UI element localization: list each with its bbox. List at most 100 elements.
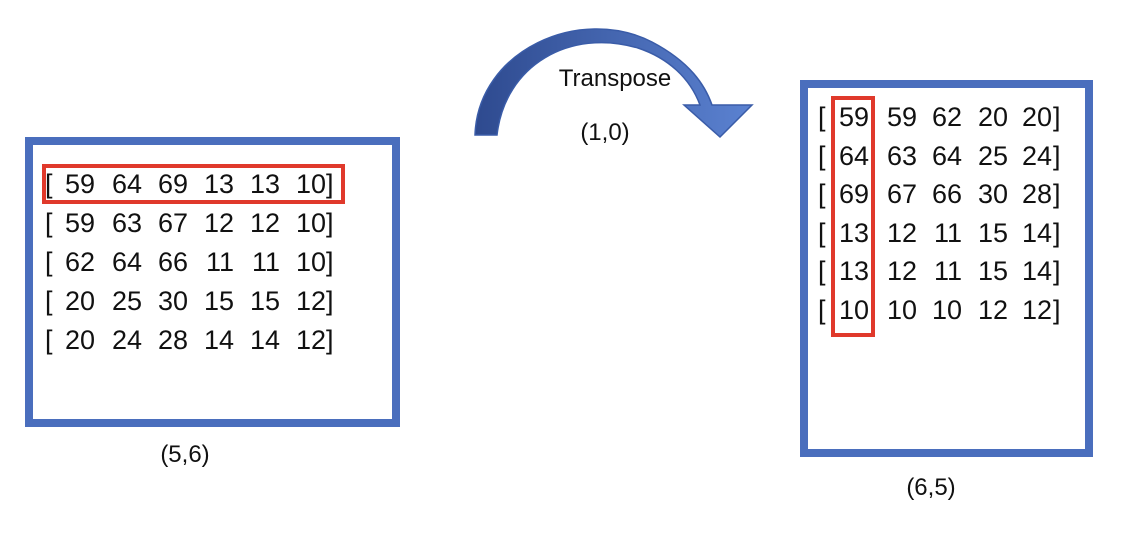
matrix-cell: 12 bbox=[886, 217, 917, 248]
matrix-cell: 11 bbox=[933, 217, 962, 248]
matrix-cell: 20 bbox=[64, 286, 95, 316]
matrix-cell: 20 bbox=[977, 102, 1008, 132]
matrix-cell: 25 bbox=[977, 140, 1008, 171]
matrix-cell: 12 bbox=[886, 256, 917, 286]
matrix-cell: 63 bbox=[111, 208, 142, 238]
matrix-cell: 67 bbox=[157, 208, 188, 238]
close-bracket: ] bbox=[1053, 102, 1061, 132]
matrix-cell: 64 bbox=[111, 169, 142, 199]
matrix-cell: 12 bbox=[1021, 294, 1052, 325]
matrix-cell: 64 bbox=[931, 140, 962, 171]
matrix-cell: 30 bbox=[157, 286, 188, 316]
matrix-cell: 63 bbox=[886, 140, 917, 171]
matrix-cell: 12 bbox=[295, 325, 326, 355]
close-bracket: ] bbox=[326, 325, 334, 355]
matrix-cell: 10 bbox=[295, 247, 326, 277]
matrix-cell: 15 bbox=[977, 256, 1008, 286]
matrix-cell: 13 bbox=[838, 217, 869, 248]
operation-axes: (1,0) bbox=[580, 119, 630, 146]
matrix-cell: 13 bbox=[203, 169, 234, 199]
matrix-cell: 28 bbox=[1021, 179, 1052, 209]
close-bracket: ] bbox=[326, 247, 334, 277]
transpose-arrow-shape bbox=[474, 28, 754, 139]
matrix-cell: 66 bbox=[157, 247, 188, 277]
matrix-row: [69 67 66 30 28] bbox=[0, 177, 1061, 211]
matrix-cell: 59 bbox=[838, 102, 869, 132]
matrix-cell: 59 bbox=[886, 102, 917, 132]
matrix-row: [62 64 66 11 11 10] bbox=[0, 245, 400, 279]
matrix-cell: 15 bbox=[203, 286, 234, 316]
matrix-cell: 20 bbox=[64, 325, 95, 355]
matrix-row: [20 24 28 14 14 12] bbox=[0, 323, 400, 357]
output-matrix-shape: (6,5) bbox=[906, 474, 956, 501]
open-bracket: [ bbox=[818, 256, 826, 286]
matrix-cell: 24 bbox=[111, 325, 142, 355]
matrix-cell: 67 bbox=[886, 179, 917, 209]
matrix-cell: 13 bbox=[838, 256, 869, 286]
matrix-cell: 11 bbox=[205, 247, 234, 277]
matrix-cell: 69 bbox=[157, 169, 188, 199]
open-bracket: [ bbox=[818, 294, 826, 325]
matrix-cell: 15 bbox=[249, 286, 280, 316]
open-bracket: [ bbox=[45, 247, 53, 277]
matrix-row: [20 25 30 15 15 12] bbox=[0, 284, 400, 318]
matrix-cell: 59 bbox=[64, 169, 95, 199]
matrix-cell: 69 bbox=[838, 179, 869, 209]
close-bracket: ] bbox=[1053, 179, 1061, 209]
matrix-cell: 14 bbox=[1021, 217, 1052, 248]
matrix-row: [10 10 10 12 12] bbox=[0, 293, 1061, 327]
matrix-cell: 11 bbox=[251, 247, 280, 277]
close-bracket: ] bbox=[326, 286, 334, 316]
matrix-row: [13 12 11 15 14] bbox=[0, 216, 1061, 250]
matrix-cell: 14 bbox=[203, 325, 234, 355]
highlighted-row bbox=[42, 164, 345, 204]
matrix-cell: 10 bbox=[295, 208, 326, 238]
open-bracket: [ bbox=[45, 169, 53, 199]
matrix-cell: 10 bbox=[295, 169, 326, 199]
open-bracket: [ bbox=[45, 325, 53, 355]
matrix-cell: 12 bbox=[977, 294, 1008, 325]
matrix-cell: 10 bbox=[886, 294, 917, 325]
input-matrix-box bbox=[25, 137, 400, 427]
matrix-row: [59 64 69 13 13 10] bbox=[0, 167, 400, 201]
matrix-cell: 30 bbox=[977, 179, 1008, 209]
close-bracket: ] bbox=[326, 169, 334, 199]
open-bracket: [ bbox=[818, 179, 826, 209]
matrix-cell: 14 bbox=[1021, 256, 1052, 286]
output-matrix-box bbox=[800, 80, 1093, 457]
matrix-cell: 11 bbox=[933, 256, 962, 286]
matrix-cell: 10 bbox=[838, 294, 869, 325]
close-bracket: ] bbox=[1053, 217, 1061, 248]
open-bracket: [ bbox=[45, 208, 53, 238]
matrix-cell: 64 bbox=[111, 247, 142, 277]
operation-label: Transpose bbox=[558, 65, 672, 92]
input-matrix-shape: (5,6) bbox=[160, 441, 210, 468]
matrix-cell: 14 bbox=[249, 325, 280, 355]
open-bracket: [ bbox=[818, 102, 826, 132]
matrix-cell: 10 bbox=[931, 294, 962, 325]
open-bracket: [ bbox=[818, 217, 826, 248]
matrix-cell: 12 bbox=[295, 286, 326, 316]
matrix-row: [13 12 11 15 14] bbox=[0, 254, 1061, 288]
matrix-cell: 15 bbox=[977, 217, 1008, 248]
matrix-cell: 13 bbox=[249, 169, 280, 199]
matrix-cell: 66 bbox=[931, 179, 962, 209]
matrix-cell: 64 bbox=[838, 140, 869, 171]
close-bracket: ] bbox=[1053, 294, 1061, 325]
matrix-cell: 62 bbox=[931, 102, 962, 132]
matrix-cell: 28 bbox=[157, 325, 188, 355]
matrix-cell: 25 bbox=[111, 286, 142, 316]
close-bracket: ] bbox=[1053, 256, 1061, 286]
matrix-cell: 12 bbox=[249, 208, 280, 238]
matrix-cell: 59 bbox=[64, 208, 95, 238]
matrix-cell: 62 bbox=[64, 247, 95, 277]
open-bracket: [ bbox=[45, 286, 53, 316]
open-bracket: [ bbox=[818, 140, 826, 171]
close-bracket: ] bbox=[1053, 140, 1061, 171]
close-bracket: ] bbox=[326, 208, 334, 238]
